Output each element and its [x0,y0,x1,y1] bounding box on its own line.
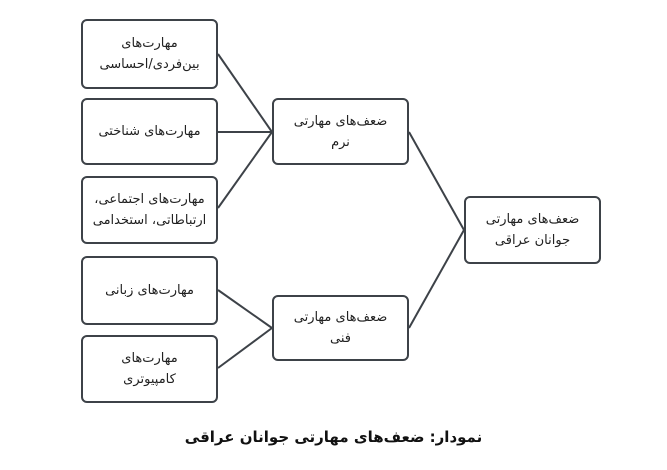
edge-interpersonal-soft [217,53,273,133]
edge-computer-technical [217,327,273,369]
node-line: مهارت‌های [121,36,178,51]
node-line: ارتباطاتی، استخدامی [92,213,207,228]
node-soft-skill-weaknesses: ضعف‌های مهارتی نرم [272,98,409,165]
edge-social-soft [217,131,273,209]
node-technical-skill-weaknesses: ضعف‌های مهارتی فنی [272,295,409,361]
node-computer-skills: مهارت‌های کامپیوتری [81,335,218,403]
node-line: مهارت‌های زبانی [105,283,194,298]
node-line: مهارت‌های شناختی [98,124,201,139]
node-line: بین‌فردی/احساسی [99,57,200,72]
node-line: کامپیوتری [123,372,176,387]
node-language-skills: مهارت‌های زبانی [81,256,218,325]
node-cognitive-skills: مهارت‌های شناختی [81,98,218,165]
node-line: مهارت‌های [121,351,178,366]
node-line: ضعف‌های مهارتی [293,310,388,325]
node-line: ضعف‌های مهارتی [485,212,580,227]
node-line: فنی [330,331,351,346]
node-line: ضعف‌های مهارتی [293,113,388,129]
diagram-caption: نمودار: ضعف‌های مهارتی جوانان عراقی [184,428,483,446]
node-line: جوانان عراقی [494,233,571,248]
node-line: مهارت‌های اجتماعی، [94,192,205,207]
edge-soft-root [408,131,465,231]
node-interpersonal-skills: مهارت‌های بین‌فردی/احساسی [81,19,218,89]
node-social-skills: مهارت‌های اجتماعی، ارتباطاتی، استخدامی [81,176,218,244]
node-line: نرم [331,134,350,150]
edge-language-technical [217,289,273,329]
node-root-skill-weaknesses: ضعف‌های مهارتی جوانان عراقی [464,196,601,264]
edge-technical-root [408,229,465,329]
